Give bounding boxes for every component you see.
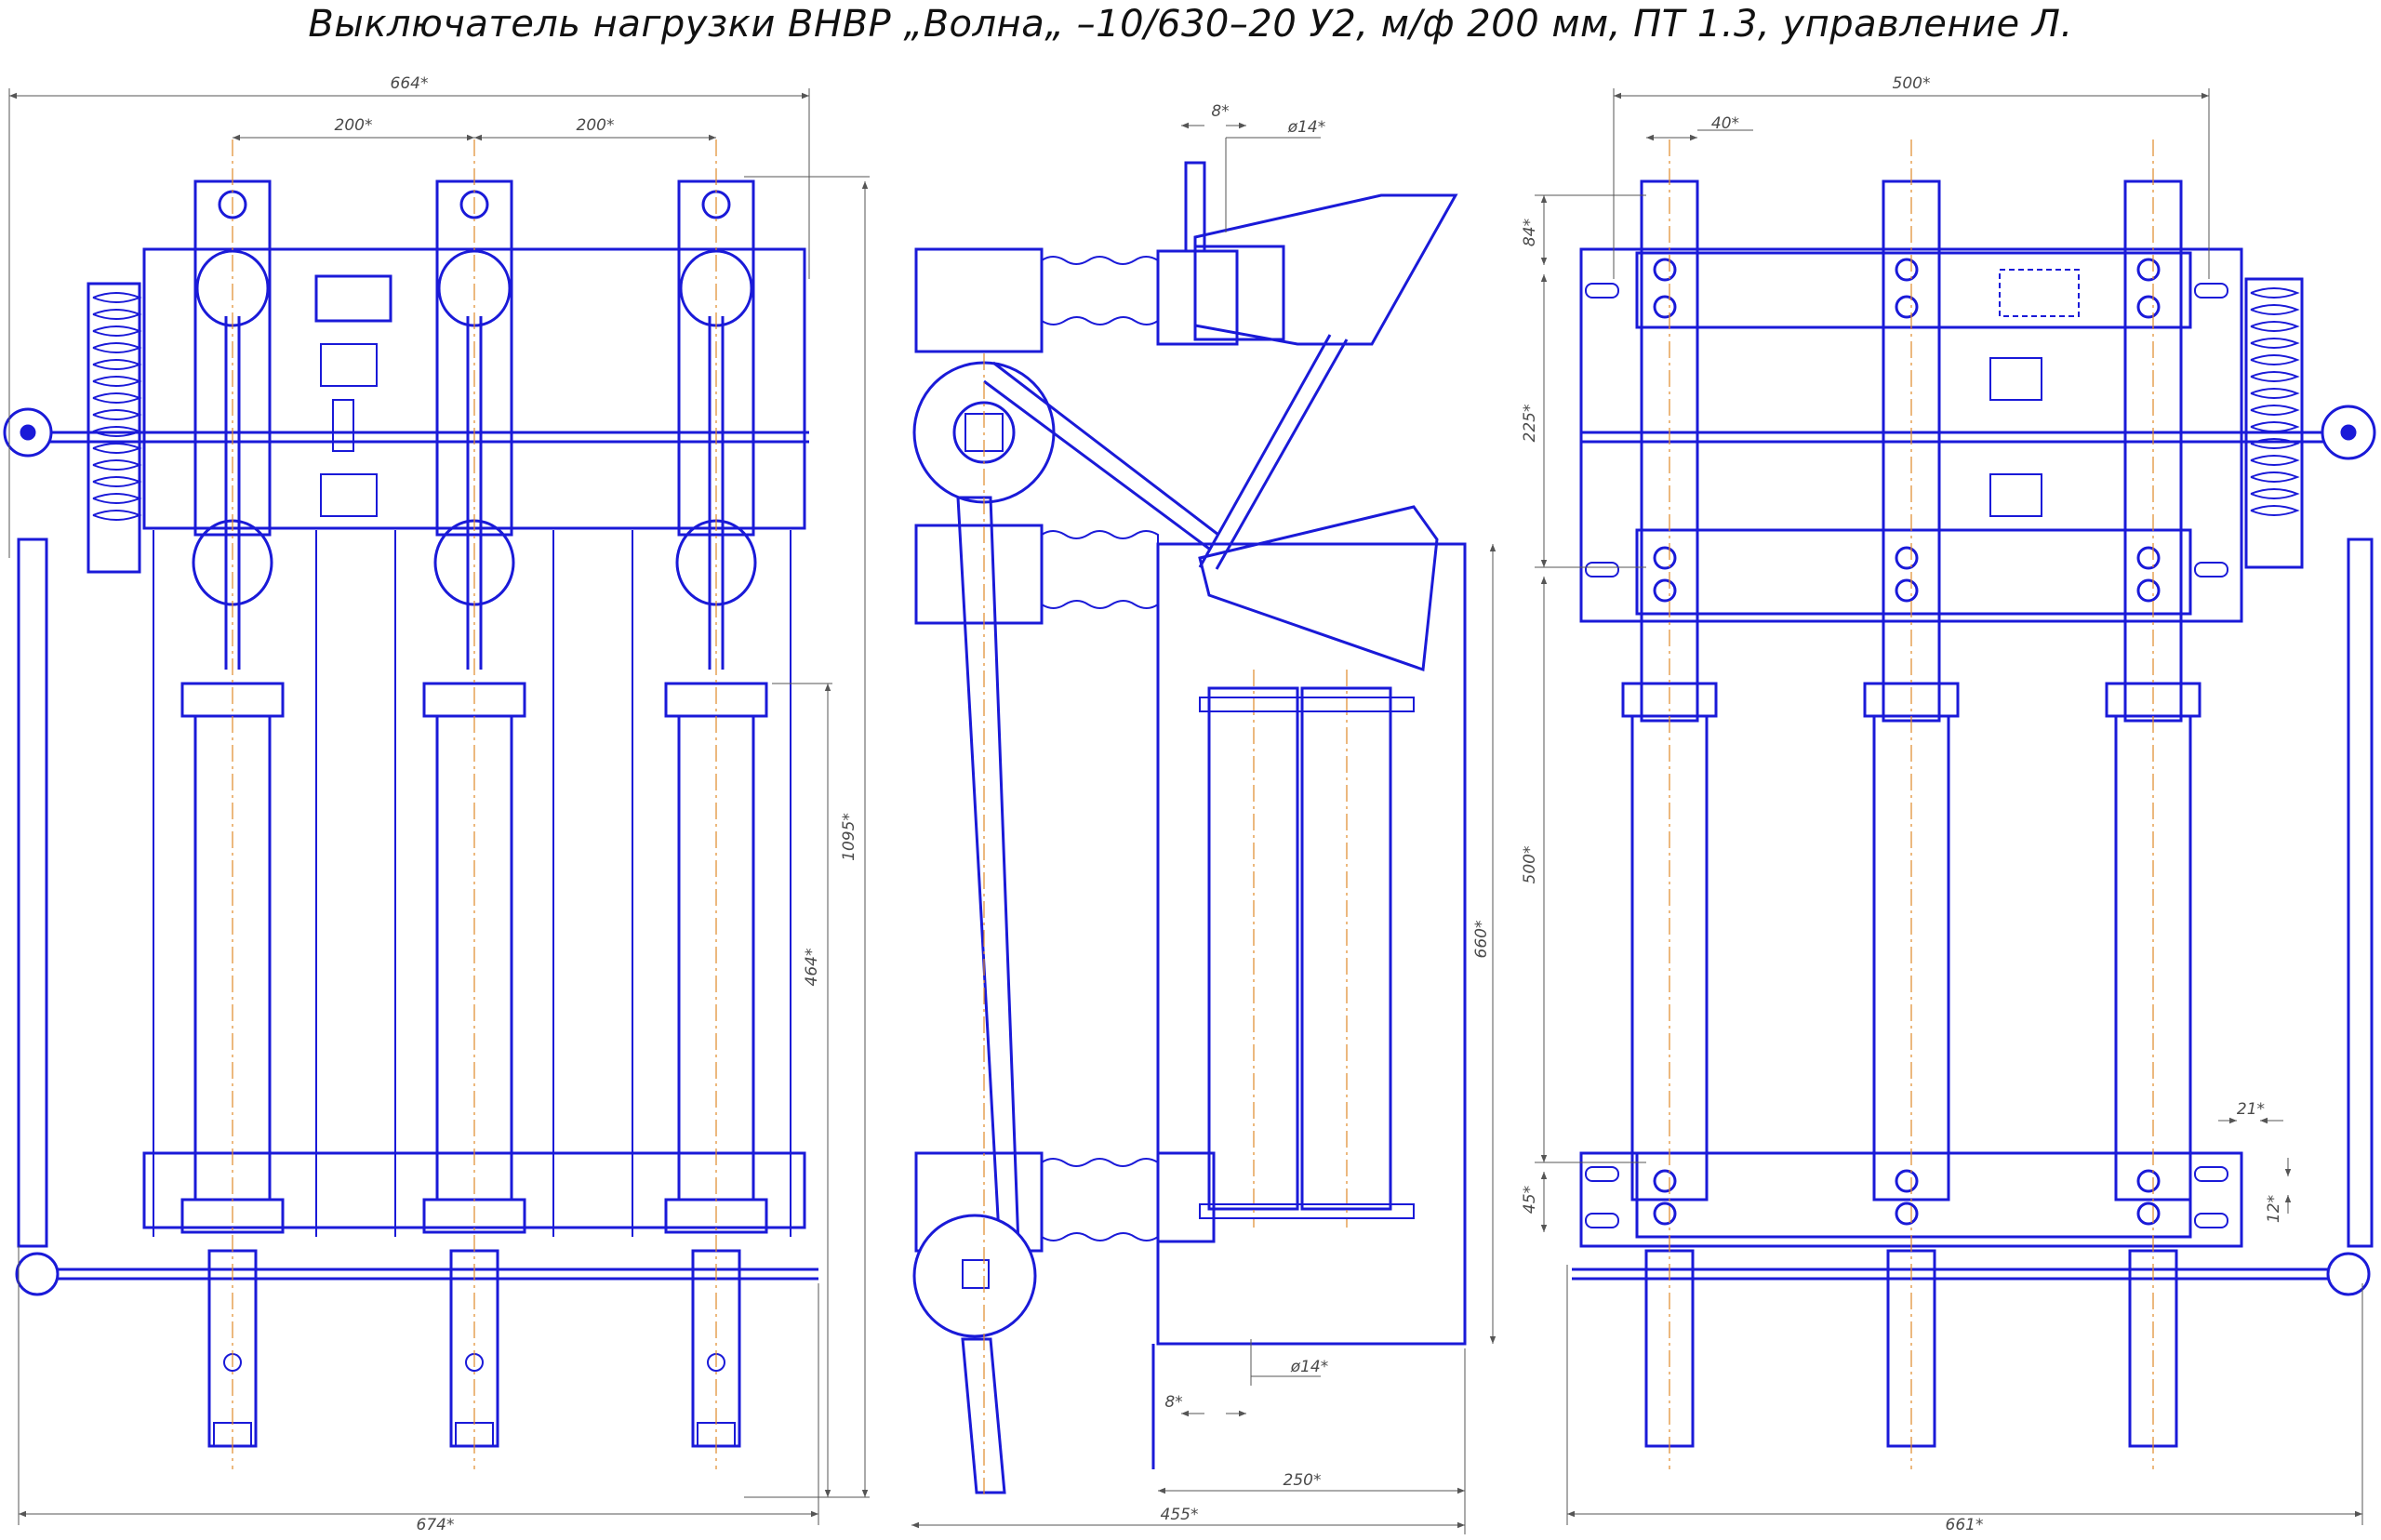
dim-rear-height-45: 45* — [1521, 1186, 1539, 1214]
dim-side-bolt-width: 8* — [1211, 102, 1229, 121]
dim-rear-detail-12: 12* — [2265, 1195, 2283, 1223]
dim-rear-height-84: 84* — [1521, 219, 1539, 246]
dim-front-top-width: 664* — [391, 74, 429, 93]
dim-front-pitch-1: 200* — [335, 116, 373, 135]
dim-rear-offset: 40* — [1711, 114, 1739, 133]
side-view: 8* ø14* 660* ø14* 8* 250* 455* — [911, 102, 1496, 1534]
dim-side-frame-height: 660* — [1472, 921, 1491, 959]
dim-side-frame-width: 250* — [1284, 1471, 1322, 1490]
rear-pole-3 — [2105, 139, 2201, 1469]
dim-rear-top-width: 500* — [1893, 74, 1931, 93]
front-pole-3 — [664, 139, 768, 1469]
dim-side-hole-top: ø14* — [1287, 118, 1326, 137]
dim-front-height-total: 1095* — [840, 813, 858, 861]
rear-pole-1 — [1621, 139, 1718, 1469]
rear-pole-2 — [1863, 139, 1960, 1469]
dim-side-overall-width: 455* — [1161, 1506, 1199, 1524]
rear-view: 500* 40* 84* 225* 500* 45* 21* 12* 661* — [1521, 74, 2376, 1534]
dim-front-height-lower: 464* — [803, 949, 821, 987]
dim-side-bolt-bottom: 8* — [1164, 1393, 1182, 1412]
front-view: 664* 200* 200* 1095* 464* 674* — [3, 74, 870, 1534]
front-pole-2 — [422, 139, 526, 1469]
dim-side-hole-bottom: ø14* — [1290, 1358, 1329, 1376]
dim-rear-height-225: 225* — [1521, 405, 1539, 443]
dim-front-bottom-width: 674* — [417, 1516, 455, 1534]
front-pole-1 — [180, 139, 285, 1469]
dim-rear-bottom-width: 661* — [1946, 1516, 1984, 1534]
dim-front-pitch-2: 200* — [577, 116, 615, 135]
dim-rear-detail-21: 21* — [2237, 1100, 2265, 1119]
dim-rear-height-500: 500* — [1521, 846, 1539, 884]
drawing-title: Выключатель нагрузки ВНВР „Волна„ –10/63… — [308, 3, 2073, 46]
